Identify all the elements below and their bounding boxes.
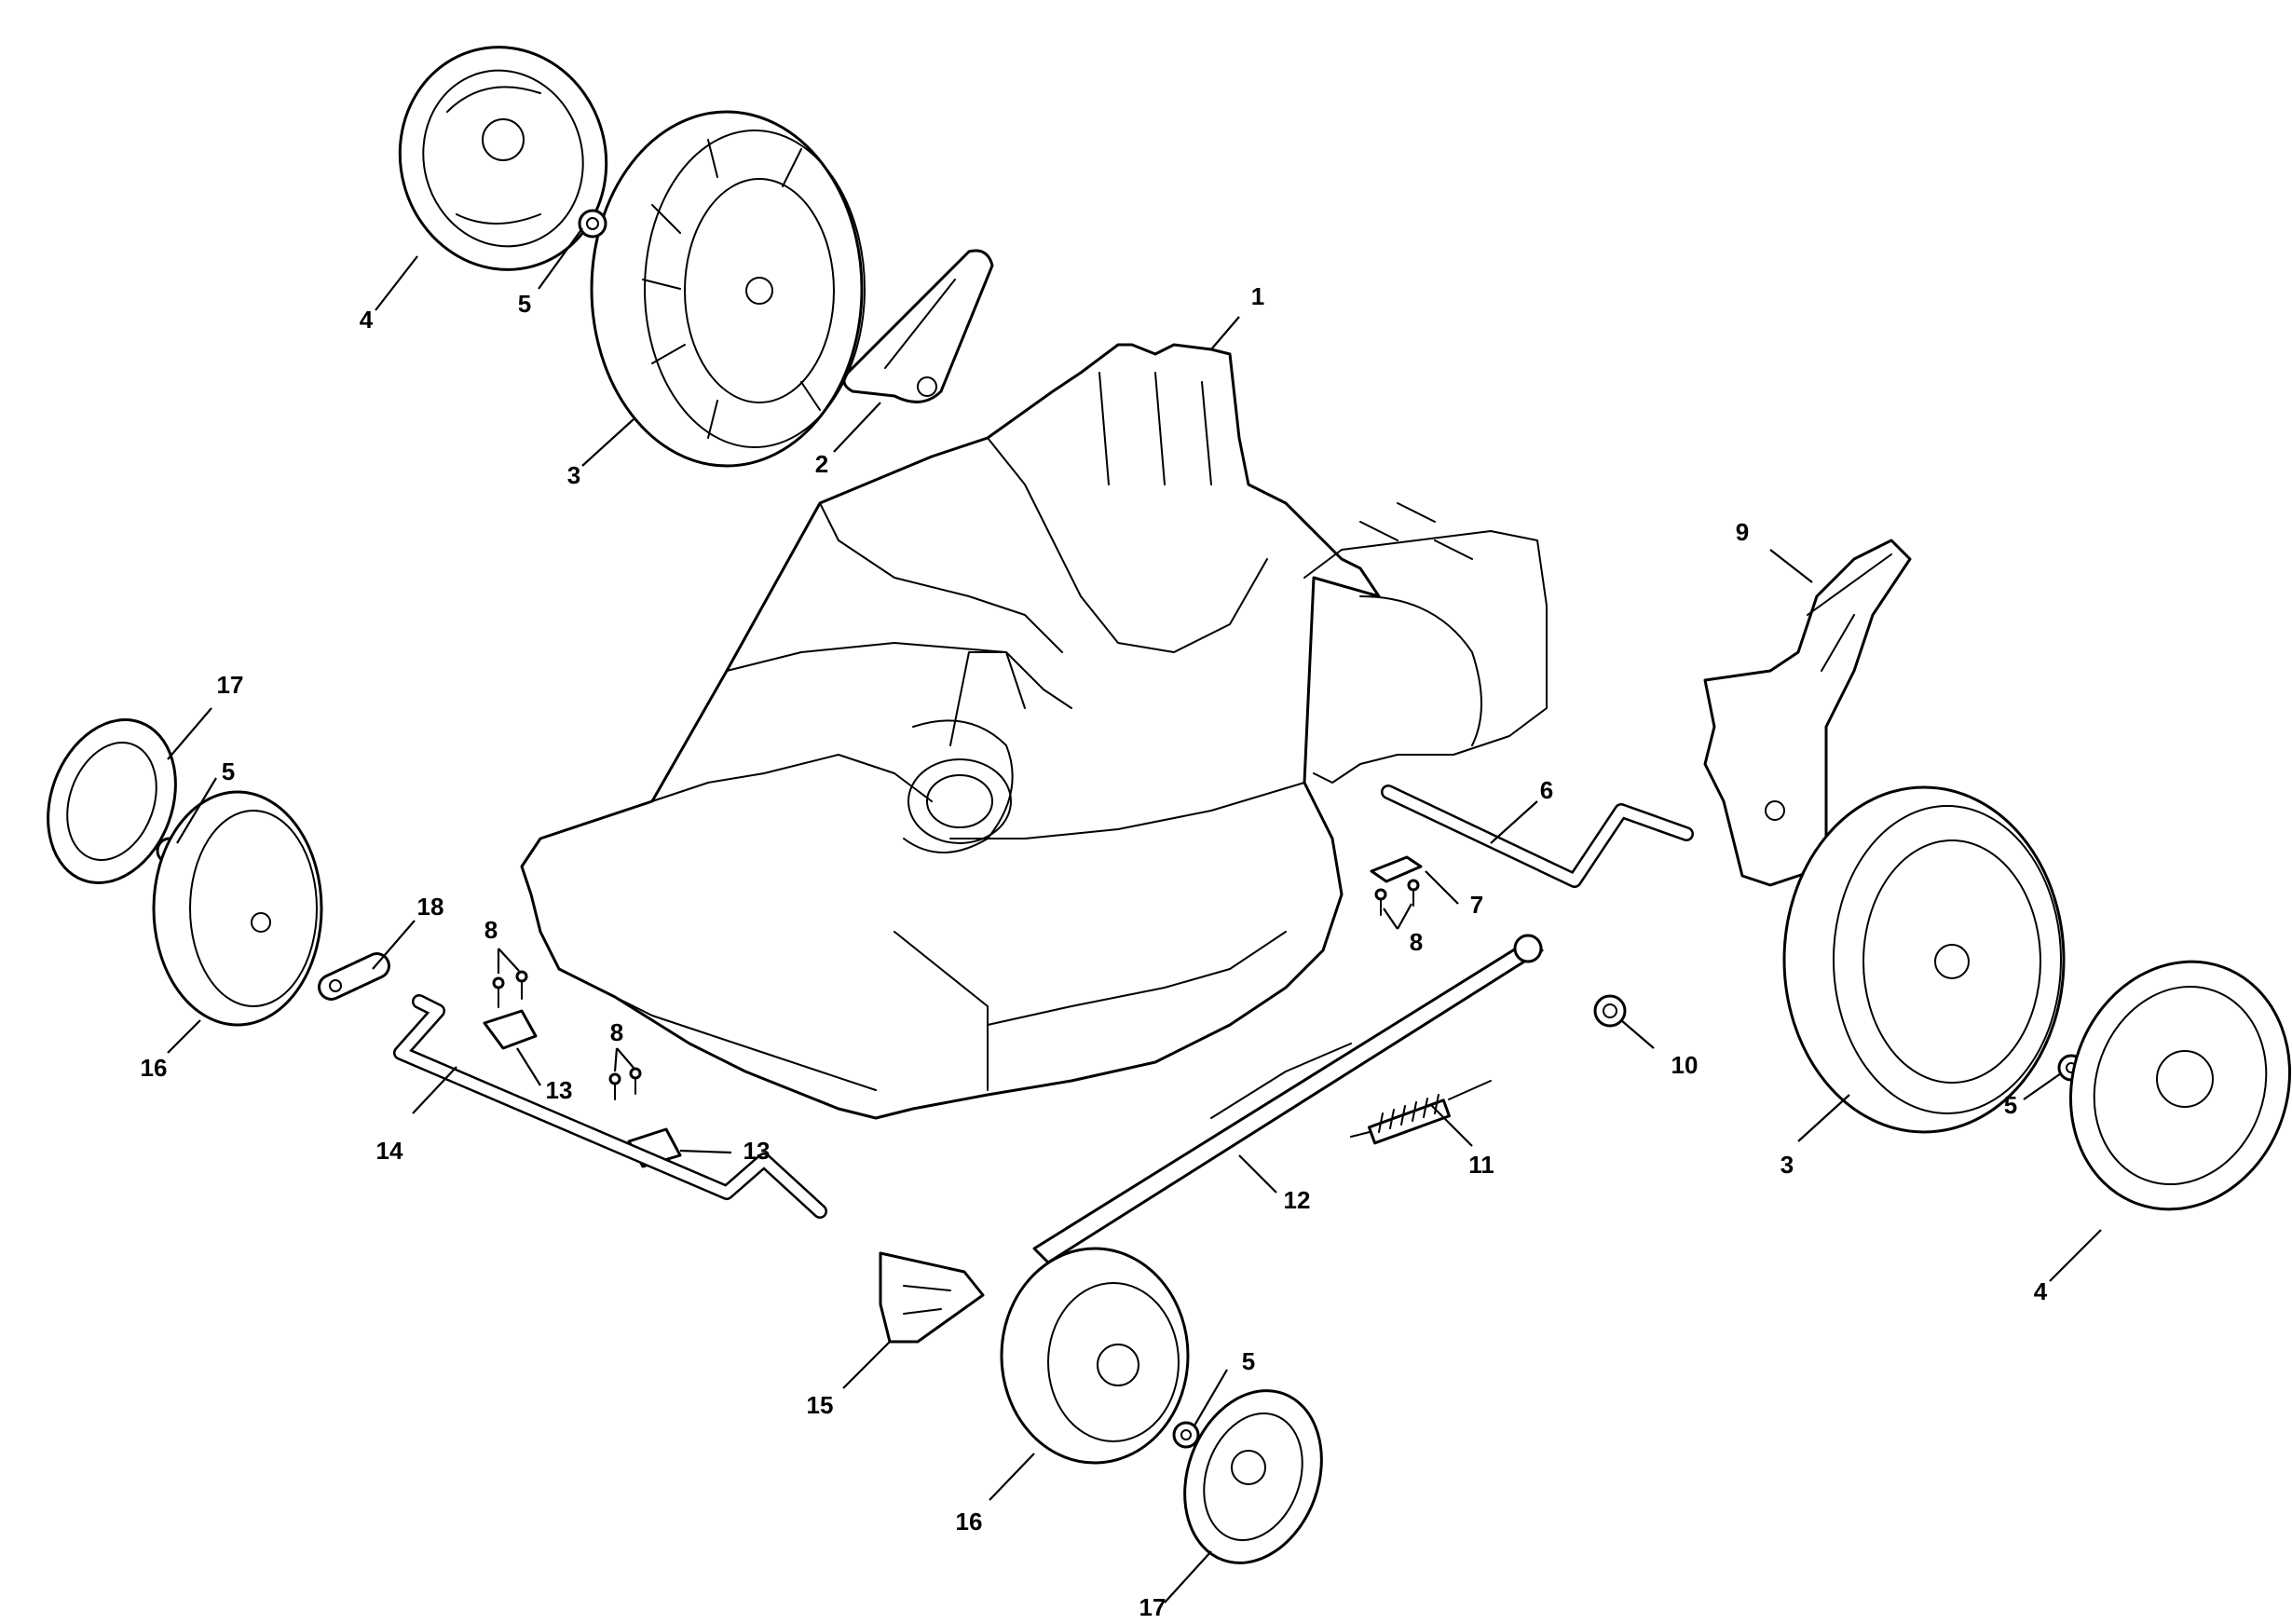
- callout-4-right: 4: [2034, 1277, 2048, 1305]
- washer-top-part: [578, 209, 607, 239]
- callout-8-upper: 8: [484, 916, 498, 944]
- callout-17-bottom: 17: [1139, 1593, 1166, 1621]
- plate-part: [1370, 855, 1423, 883]
- callout-3-left: 3: [567, 461, 580, 489]
- rear-axle-rod-part: [1381, 785, 1694, 888]
- front-bracket-part: [879, 1251, 985, 1344]
- callout-12: 12: [1284, 1186, 1311, 1214]
- leader-lines: [167, 227, 2102, 1604]
- front-wheel-bottom-part: [1000, 1247, 1190, 1465]
- small-hub-cap-left-part: [47, 718, 177, 884]
- callout-11: 11: [1468, 1151, 1494, 1179]
- callout-5-right: 5: [2004, 1091, 2017, 1119]
- callout-5-top: 5: [518, 290, 531, 318]
- lever-bar-part: [1032, 934, 1544, 1264]
- hub-cap-left-part: [398, 46, 608, 271]
- callout-16-bottom: 16: [956, 1508, 983, 1535]
- callout-2: 2: [815, 450, 828, 478]
- bracket-part: [842, 249, 994, 403]
- callout-5-bottom: 5: [1242, 1347, 1255, 1375]
- rear-wheel-left-part: [590, 110, 866, 468]
- callout-14: 14: [376, 1137, 403, 1165]
- callout-16-left: 16: [141, 1054, 168, 1082]
- spacer-part: [1593, 994, 1627, 1028]
- callout-7: 7: [1470, 891, 1483, 919]
- link-part: [318, 952, 390, 1001]
- spring-part: [1350, 1080, 1492, 1145]
- callout-4-left: 4: [360, 306, 374, 334]
- callout-10: 10: [1671, 1051, 1699, 1079]
- callout-6: 6: [1540, 776, 1553, 804]
- callout-8-right: 8: [1410, 928, 1423, 956]
- clip-upper-part: [483, 1009, 538, 1050]
- height-adjuster-handle-part: [1703, 539, 1912, 887]
- small-hub-cap-bottom-part: [1183, 1389, 1323, 1564]
- callout-1: 1: [1251, 282, 1264, 310]
- callout-5-left: 5: [222, 757, 235, 785]
- callout-15: 15: [807, 1391, 834, 1419]
- front-axle-rod-part: [393, 994, 827, 1219]
- callout-17-left: 17: [217, 671, 244, 699]
- mower-deck-part: [520, 343, 1548, 1120]
- rear-wheel-right-part: [1782, 785, 2066, 1134]
- callout-9: 9: [1736, 518, 1749, 546]
- screws-part: [492, 879, 1420, 1100]
- callout-8-lower: 8: [610, 1018, 623, 1046]
- hub-cap-right-part: [2068, 960, 2292, 1211]
- washer-bottom-part: [1172, 1421, 1200, 1449]
- front-wheel-left-part: [152, 790, 323, 1027]
- callout-13-lower: 13: [744, 1137, 771, 1165]
- callout-3-right: 3: [1780, 1151, 1794, 1179]
- callout-13-upper: 13: [546, 1076, 573, 1104]
- callout-labels: 1 2 3 3 4 4 5 5 5 5 6 7 8 8 8 9 10 11 12…: [141, 282, 2048, 1621]
- callout-18: 18: [417, 893, 444, 921]
